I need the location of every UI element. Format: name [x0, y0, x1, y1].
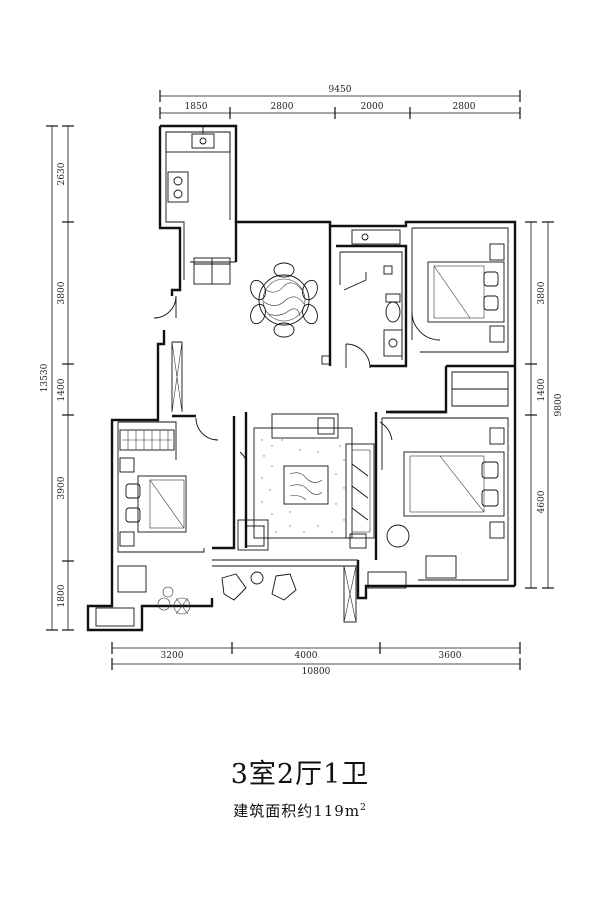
dim-bottom-total: 10800	[111, 658, 521, 677]
sink-icon	[95, 607, 135, 627]
balcony	[95, 565, 357, 627]
dim-top-seg-4: 2800	[453, 102, 476, 112]
washer-icon	[117, 565, 147, 593]
washer-icon	[351, 229, 401, 245]
layout-title-text: 3室2厅1卫	[230, 759, 370, 790]
entry-door-swing	[153, 295, 177, 319]
pillow-icon	[483, 295, 499, 311]
armchair-icon	[237, 519, 269, 551]
dim-right-seg-3: 4600	[537, 490, 547, 513]
shower-icon	[343, 265, 393, 291]
dim-left-total-label: 13530	[40, 363, 50, 392]
area-text: 建筑面积约119m	[233, 802, 361, 820]
dim-top-seg-3: 2000	[361, 102, 384, 112]
dim-left-seg-5: 1800	[57, 584, 67, 607]
area-caption: 建筑面积约119m2	[0, 800, 600, 821]
dim-left-seg-2: 3800	[57, 281, 67, 304]
pillow-icon	[481, 489, 499, 507]
living-room	[237, 413, 393, 551]
layout-title: 3室2厅1卫	[0, 752, 600, 791]
nightstand-icon	[119, 531, 135, 547]
nightstand-icon	[489, 521, 505, 539]
pillow-icon	[481, 461, 499, 479]
pillow-icon	[125, 507, 141, 523]
dim-top-segments: 1850 2800 2000 2800	[159, 102, 521, 119]
rug-icon	[253, 427, 353, 539]
nightstand-icon	[489, 427, 505, 445]
dim-top-total: 9450	[159, 85, 521, 102]
bedroom-door-swing	[379, 421, 393, 441]
dim-bottom-seg-3: 3600	[439, 651, 462, 661]
nightstand-icon	[119, 457, 135, 473]
dim-left-segments: 2630 3800 1400 3900 1800	[57, 125, 74, 631]
column-marker	[321, 355, 331, 365]
pillow-icon	[125, 483, 141, 499]
dim-right-total-label: 9800	[554, 393, 564, 416]
dim-top-seg-2: 2800	[271, 102, 294, 112]
lounge-chair-icon	[271, 573, 297, 601]
stove-icon	[167, 171, 189, 203]
sink-icon	[383, 329, 403, 357]
pillow-icon	[483, 271, 499, 287]
dim-left-seg-3: 1400	[57, 378, 67, 401]
toilet-icon	[385, 293, 401, 323]
side-table-icon	[250, 571, 264, 585]
bedroom-door-swing	[195, 417, 219, 441]
area-superscript: 2	[360, 803, 367, 813]
chair-icon	[386, 524, 410, 548]
nightstand-icon	[489, 243, 505, 261]
wardrobe-icon	[367, 571, 407, 589]
bedroom-top-right	[411, 243, 505, 343]
dim-left-total: 13530	[40, 125, 58, 631]
bathroom	[343, 229, 403, 369]
bed-icon	[427, 261, 505, 323]
nightstand-icon	[489, 325, 505, 343]
dim-left-seg-4: 3900	[57, 476, 67, 499]
desk-icon	[425, 555, 457, 579]
dim-bottom-total-label: 10800	[302, 667, 331, 677]
floor-plan: 9450 1850 2800 2000 2800 3200 4000 3600 …	[40, 85, 564, 677]
dim-top-seg-1: 1850	[185, 102, 208, 112]
dim-right-seg-2: 1400	[537, 378, 547, 401]
dim-bottom-seg-2: 4000	[295, 651, 318, 661]
bedroom-left	[119, 417, 219, 547]
bed-icon	[403, 451, 505, 517]
kitchen	[153, 126, 231, 319]
interior-walls	[117, 131, 515, 581]
dim-bottom-segments: 3200 4000 3600	[111, 642, 521, 661]
sofa-icon	[345, 443, 375, 539]
tv-cabinet-icon	[271, 413, 339, 439]
dim-top-total-label: 9450	[329, 85, 352, 95]
bedroom-door-swing	[411, 311, 441, 341]
bath-door-swing	[345, 343, 371, 369]
dining-table-icon	[250, 262, 318, 338]
bedroom-bottom-right	[367, 427, 505, 589]
plant-icon	[157, 586, 191, 615]
dim-right-total: 9800	[542, 221, 564, 589]
dim-right-segments: 3800 1400 4600	[525, 221, 547, 589]
bed-icon	[137, 475, 187, 533]
dim-bottom-seg-1: 3200	[161, 651, 184, 661]
storage-shelf-icon	[343, 565, 357, 623]
lounge-chair-icon	[221, 573, 247, 601]
exterior-walls	[86, 124, 517, 632]
wardrobe-icon	[119, 429, 175, 451]
fridge-icon	[193, 257, 231, 285]
coffee-table-icon	[283, 465, 329, 505]
dim-left-seg-1: 2630	[57, 162, 67, 185]
dim-right-seg-1: 3800	[537, 281, 547, 304]
